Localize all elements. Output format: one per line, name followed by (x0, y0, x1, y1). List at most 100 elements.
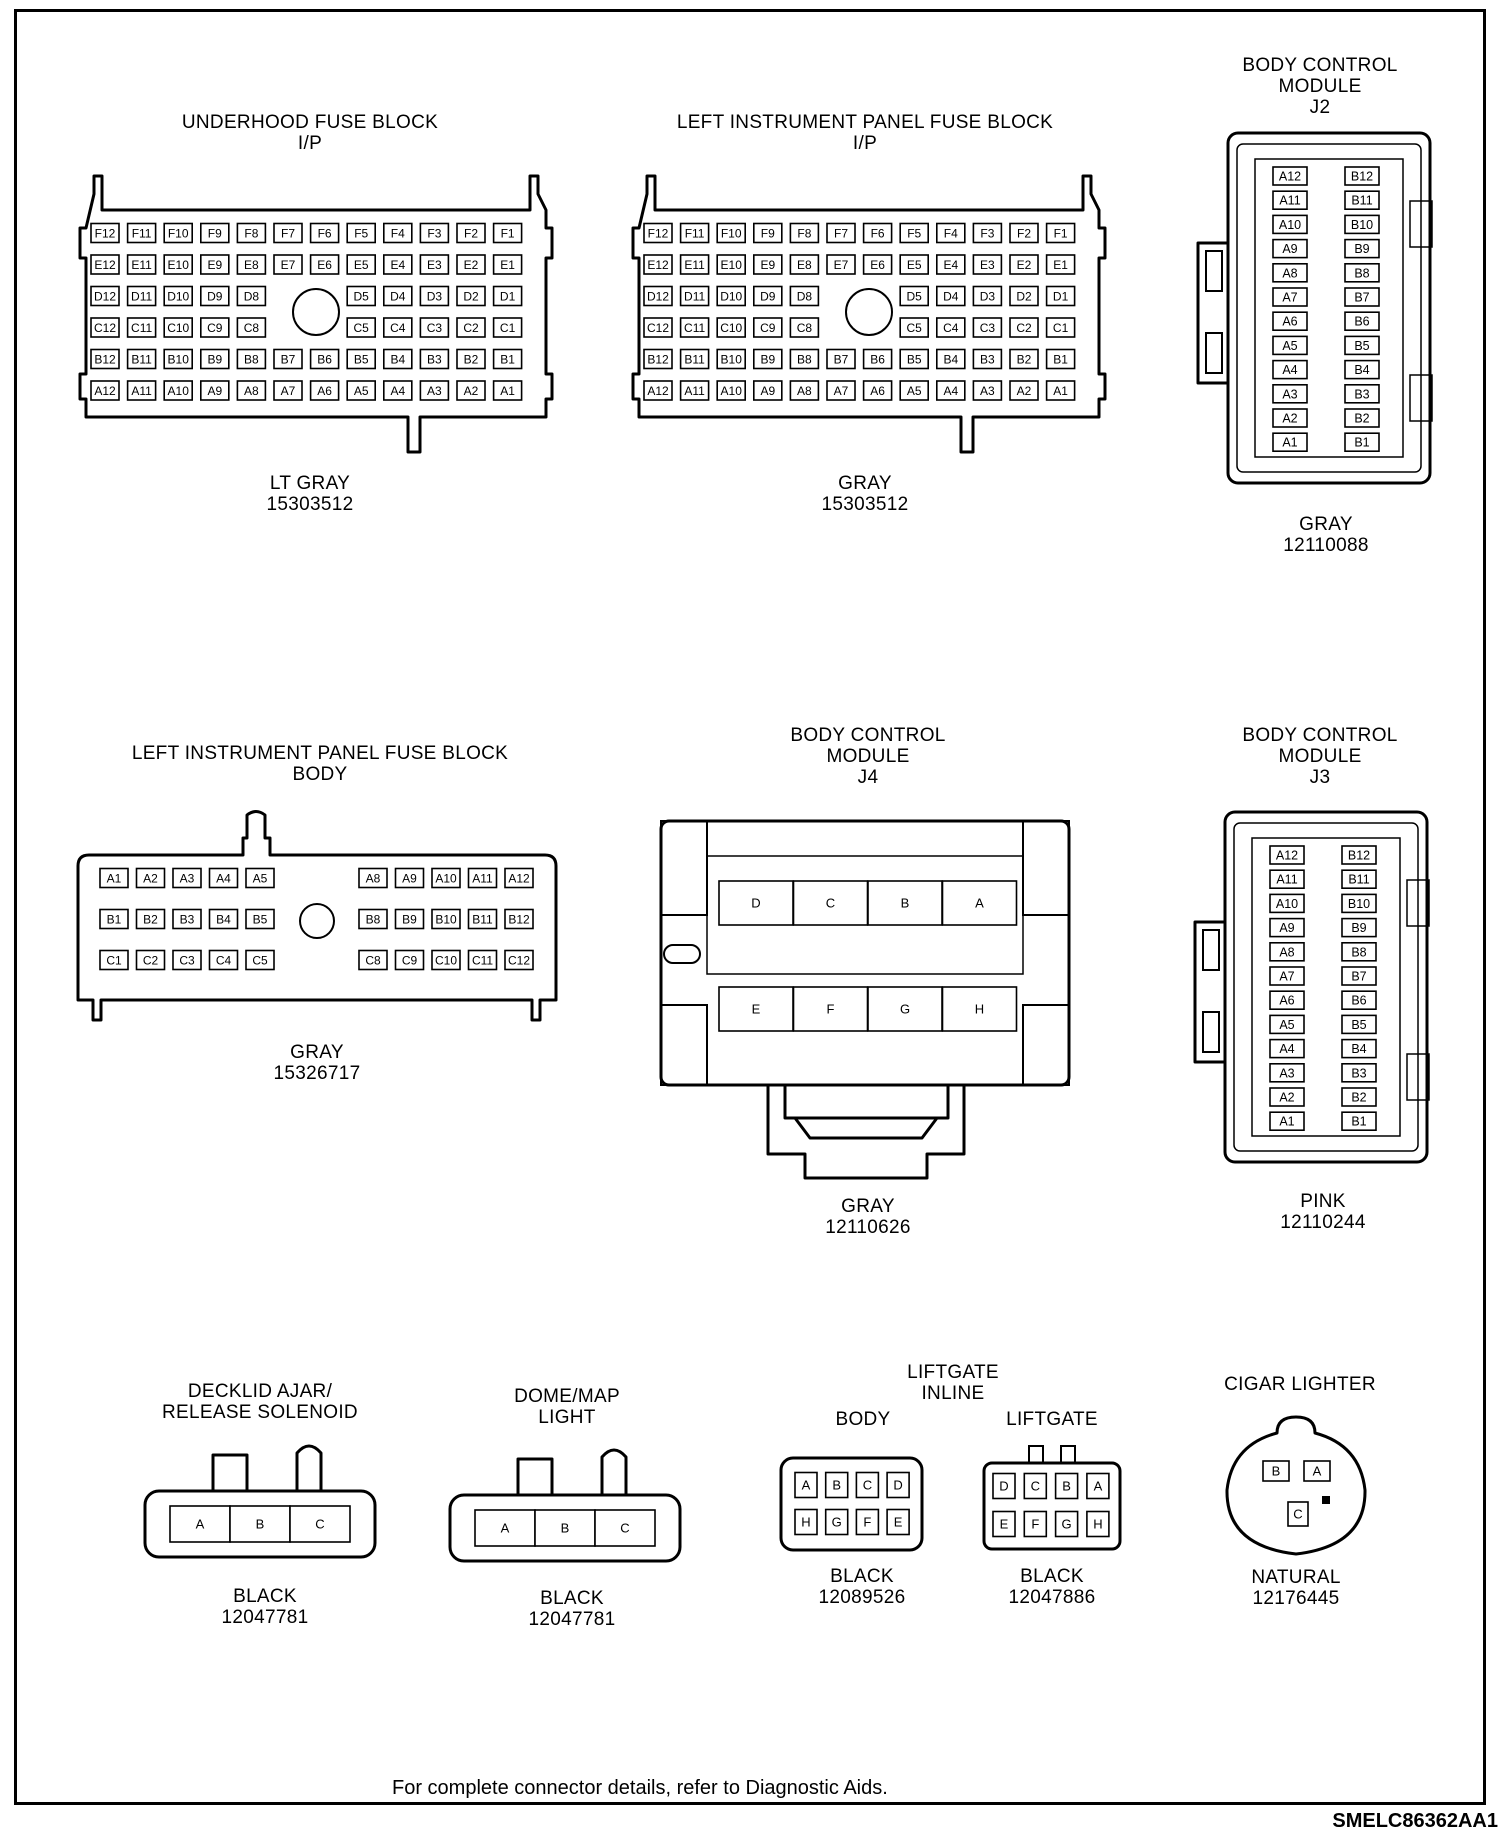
bcm-j3-B5-cavity (1341, 1014, 1377, 1035)
underhood-A1-cavity (492, 380, 523, 401)
decklid-part: 12047781 (221, 1607, 309, 1628)
lip-body-C12-cavity (504, 949, 534, 971)
lip-body-B2-label: B2 (143, 912, 158, 926)
underhood-D11-label: D11 (131, 289, 152, 303)
underhood-A6-label: A6 (317, 384, 332, 398)
bcm-j2-B8-label: B8 (1354, 266, 1369, 280)
bcm-j3-A1-cavity (1269, 1111, 1305, 1131)
lip-body-B1-cavity (99, 908, 129, 930)
lip-ip-B2-label: B2 (1017, 352, 1032, 366)
bcm-j3-B8-cavity (1341, 941, 1377, 962)
lip-body-B10-cavity (431, 908, 461, 930)
liftgate-body-F-label: F (863, 1515, 871, 1530)
underhood-D9-cavity (200, 285, 230, 307)
bcm-j3-latch-lower (1202, 1011, 1220, 1053)
dome-title: DOME/MAP LIGHT (514, 1386, 620, 1428)
lip-ip-guide-hole (845, 288, 893, 336)
liftgate-lg-B-cavity (1054, 1472, 1079, 1500)
bcm-j4-ear-tr (1022, 820, 1070, 916)
underhood-B8-label: B8 (244, 352, 259, 366)
lip-ip-E6-cavity (862, 254, 893, 275)
underhood-B2-cavity (456, 348, 486, 370)
lip-ip-C2-label: C2 (1016, 321, 1032, 335)
lip-ip-D2-label: D2 (1016, 289, 1032, 303)
underhood-E1-cavity (492, 254, 523, 275)
lip-ip-A4-label: A4 (943, 384, 958, 398)
lip-body-A4-label: A4 (216, 871, 231, 885)
bcm-j2-A4-cavity (1272, 359, 1308, 380)
cigar-A-label: A (1313, 1464, 1322, 1479)
bcm-j2-B5-cavity (1344, 335, 1380, 356)
bcm-j4-A-cavity (941, 880, 1018, 926)
lip-ip-B12-label: B12 (647, 352, 669, 366)
underhood-B8-cavity (236, 348, 267, 370)
lip-ip-E7-label: E7 (834, 258, 849, 272)
decklid-B-label: B (256, 1517, 265, 1532)
bcm-j2-A7-label: A7 (1282, 291, 1297, 305)
underhood-A12-label: A12 (94, 384, 116, 398)
lip-ip-B8-label: B8 (797, 352, 812, 366)
lip-ip-C1-cavity (1045, 317, 1076, 338)
lip-ip-B10-label: B10 (721, 352, 743, 366)
underhood-E12-label: E12 (94, 258, 116, 272)
underhood-C8-cavity (236, 317, 267, 338)
lip-ip-E11-cavity (679, 254, 710, 275)
bcm-j2-rib-lower (1409, 374, 1433, 422)
lip-body-C5-label: C5 (252, 953, 268, 967)
bcm-j2-cavity-area (1254, 158, 1404, 458)
liftgate-lg-D-label: D (999, 1479, 1008, 1494)
underhood-F9-cavity (200, 222, 230, 244)
underhood-A11-label: A11 (131, 384, 152, 398)
bcm-j2-A1-cavity (1272, 432, 1308, 453)
lip-ip-F5-label: F5 (907, 226, 921, 240)
bcm-j2-B3-label: B3 (1354, 387, 1369, 401)
underhood-C5-label: C5 (354, 321, 370, 335)
lip-ip-C3-cavity (972, 317, 1003, 338)
dome-tab (516, 1457, 554, 1495)
lip-body-C8-cavity (358, 949, 388, 971)
lip-body-B12-cavity (504, 908, 534, 930)
cigar-C-label: C (1293, 1507, 1302, 1522)
underhood-A4-cavity (382, 380, 413, 401)
lip-ip-C5-cavity (899, 317, 930, 338)
lip-body-C10-label: C10 (435, 953, 457, 967)
bcm-j3-A6-label: A6 (1279, 994, 1294, 1008)
lip-body-A9-cavity (394, 867, 425, 889)
cigar-title: CIGAR LIGHTER (1224, 1374, 1376, 1395)
lip-ip-F12-label: F12 (648, 226, 669, 240)
underhood-C4-cavity (382, 317, 413, 338)
bcm-j4-ear-tl (660, 820, 708, 916)
lip-ip-E7-cavity (826, 254, 856, 275)
liftgate-body-G-cavity (824, 1508, 849, 1536)
underhood-C11-label: C11 (131, 321, 152, 335)
liftgate-body-C-label: C (863, 1478, 872, 1493)
lip-ip-A8-cavity (789, 380, 820, 401)
underhood-F10-label: F10 (168, 226, 189, 240)
lip-body-C11-cavity (467, 949, 498, 971)
liftgate-lg-key-2 (1060, 1445, 1076, 1464)
bcm-j2-B2-cavity (1344, 408, 1380, 428)
bcm-j2-A5-cavity (1272, 335, 1308, 356)
decklid-A-label: A (196, 1517, 205, 1532)
bcm-j2-latch (1196, 241, 1228, 385)
underhood-C12-label: C12 (94, 321, 116, 335)
liftgate-body-C-cavity (855, 1471, 880, 1499)
cigar-part: 12176445 (1252, 1588, 1340, 1609)
bcm-j2-B9-cavity (1344, 238, 1380, 259)
bcm-j2-B6-cavity (1344, 311, 1380, 332)
underhood-F9-label: F9 (208, 226, 222, 240)
underhood-part: 15303512 (266, 494, 354, 515)
lip-ip-E11-label: E11 (684, 258, 705, 272)
lip-ip-F9-cavity (752, 222, 783, 244)
underhood-B4-cavity (382, 348, 413, 370)
bcm-j3-B5-label: B5 (1351, 1018, 1366, 1032)
bcm-j2-A10-cavity (1272, 214, 1308, 235)
bcm-j2-B11-cavity (1344, 190, 1380, 210)
bcm-j4-ear-bl (660, 1004, 708, 1086)
liftgate-lg-A-cavity (1086, 1472, 1110, 1500)
lip-body-B10-label: B10 (435, 912, 457, 926)
underhood-F10-cavity (163, 222, 193, 244)
lip-ip-F5-cavity (899, 222, 930, 244)
lip-ip-F6-cavity (862, 222, 893, 244)
lip-ip-F11-cavity (679, 222, 710, 244)
